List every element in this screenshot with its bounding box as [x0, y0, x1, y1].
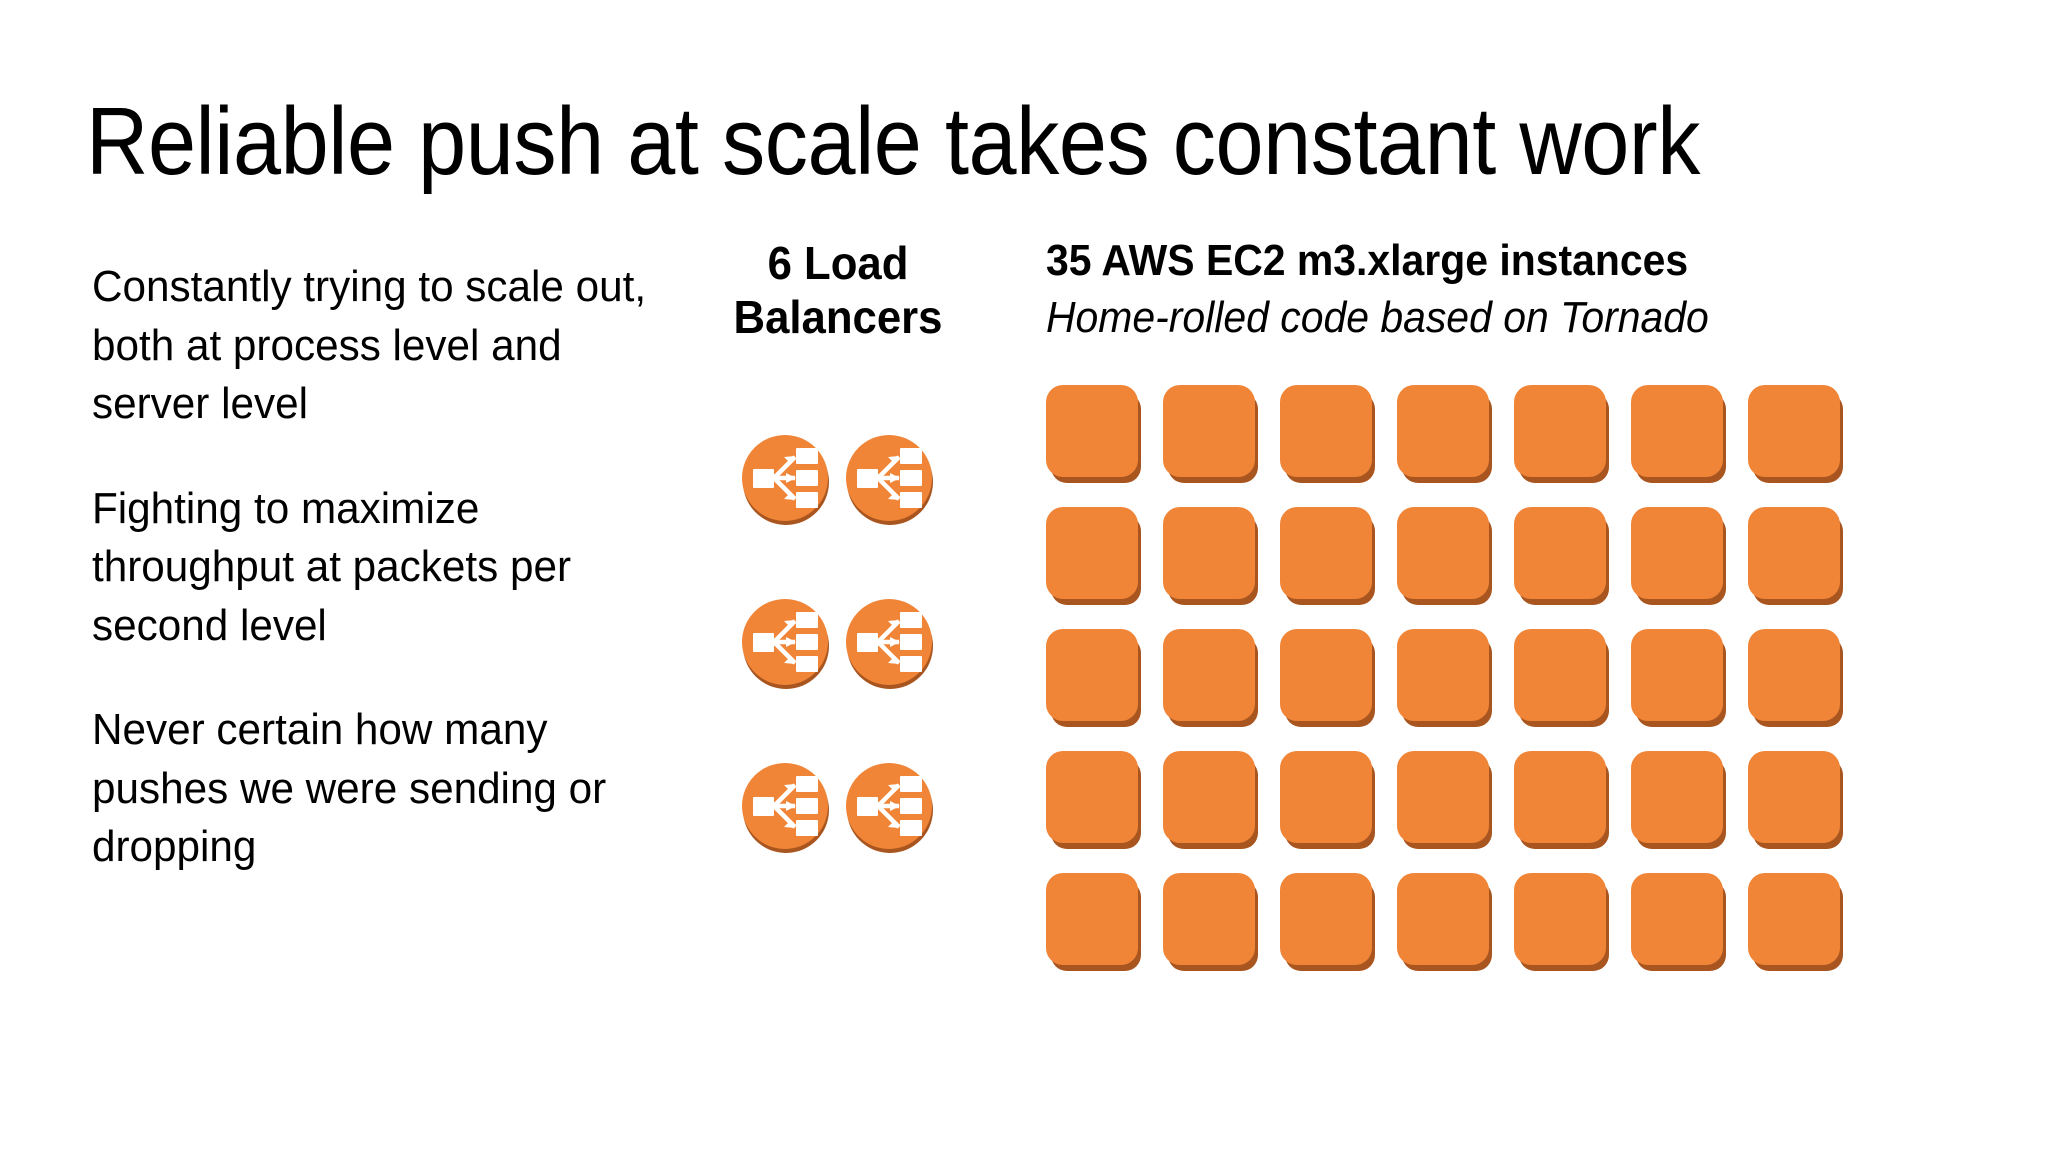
- instance-tile: [1163, 750, 1255, 843]
- instance-tile: [1046, 506, 1138, 599]
- instance-tile: [1163, 628, 1255, 721]
- instance-tile: [1514, 628, 1606, 721]
- instance-tile: [1163, 384, 1255, 477]
- bullet-paragraph-1: Constantly trying to scale out, both at …: [92, 262, 647, 429]
- instance-tile: [1046, 872, 1138, 965]
- instance-tile: [1397, 750, 1489, 843]
- instance-tile: [1748, 750, 1840, 843]
- load-balancer-heading-line-2: Balancers: [733, 291, 943, 344]
- instance-tile: [1397, 872, 1489, 965]
- instance-tile: [1631, 506, 1723, 599]
- load-balancer-icon: [842, 595, 938, 691]
- load-balancer-icon: [738, 431, 834, 527]
- instance-tile: [1280, 872, 1372, 965]
- instance-tile: [1748, 628, 1840, 721]
- instance-tile: [1514, 750, 1606, 843]
- instance-tile: [1514, 384, 1606, 477]
- instance-tile: [1280, 750, 1372, 843]
- instance-tile: [1748, 384, 1840, 477]
- load-balancer-icon: [842, 431, 938, 527]
- load-balancer-heading: 6 Load Balancers: [707, 236, 969, 345]
- instances-grid: [1046, 384, 1946, 979]
- load-balancer-icon: [738, 759, 834, 855]
- load-balancer-icon: [738, 595, 834, 691]
- instance-tile: [1397, 384, 1489, 477]
- load-balancer-heading-line-1: 6 Load: [767, 237, 909, 289]
- instance-tile: [1397, 628, 1489, 721]
- bullet-paragraph-2: Fighting to maximize throughput at packe…: [92, 483, 572, 650]
- instance-tile: [1046, 750, 1138, 843]
- page-title: Reliable push at scale takes constant wo…: [86, 88, 1700, 196]
- load-balancer-column: 6 Load Balancers: [700, 236, 976, 855]
- instance-tile: [1514, 872, 1606, 965]
- instance-tile: [1046, 384, 1138, 477]
- load-balancer-grid: [700, 431, 976, 855]
- instance-tile: [1280, 506, 1372, 599]
- instance-tile: [1631, 872, 1723, 965]
- instance-tile: [1280, 384, 1372, 477]
- instance-tile: [1631, 628, 1723, 721]
- instance-tile: [1514, 506, 1606, 599]
- instance-tile: [1748, 506, 1840, 599]
- instances-subheading: Home-rolled code based on Tornado: [1046, 293, 1709, 343]
- instance-tile: [1748, 872, 1840, 965]
- left-text-column: Constantly trying to scale out, both at …: [92, 258, 692, 877]
- instance-tile: [1163, 872, 1255, 965]
- instances-heading: 35 AWS EC2 m3.xlarge instances: [1046, 236, 1689, 285]
- bullet-paragraph-3: Never certain how many pushes we were se…: [92, 705, 607, 872]
- instance-tile: [1280, 628, 1372, 721]
- instance-tile: [1631, 384, 1723, 477]
- load-balancer-icon: [842, 759, 938, 855]
- instance-tile: [1631, 750, 1723, 843]
- instance-tile: [1163, 506, 1255, 599]
- instance-tile: [1397, 506, 1489, 599]
- instances-column: 35 AWS EC2 m3.xlarge instances Home-roll…: [1046, 236, 1946, 979]
- instance-tile: [1046, 628, 1138, 721]
